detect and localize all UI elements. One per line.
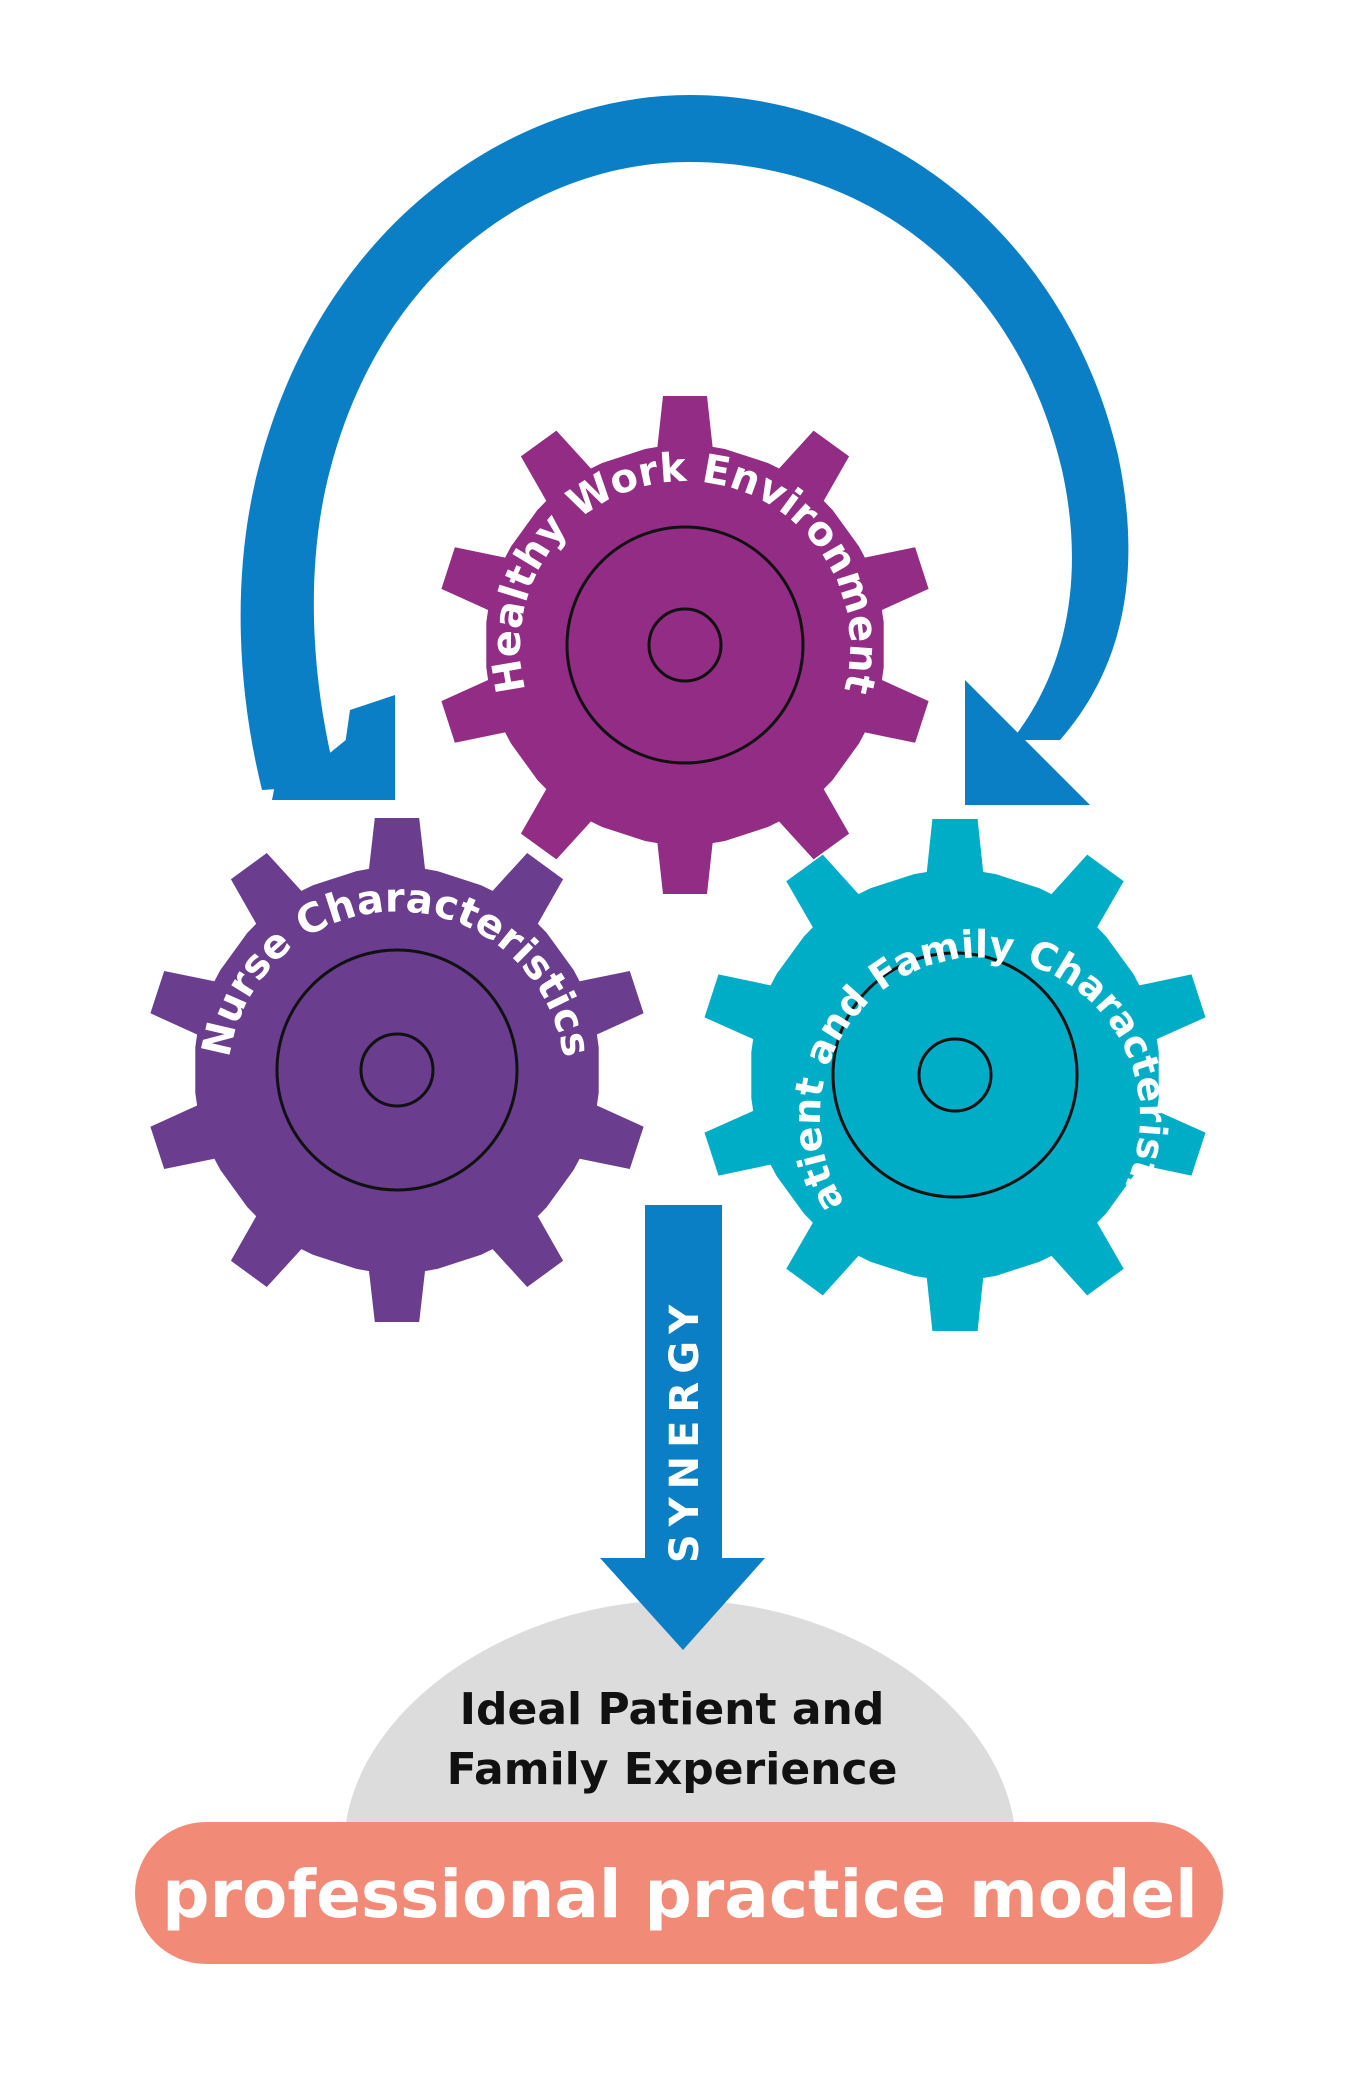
- gear-nurse-characteristics: Nurse Characteristics: [150, 818, 644, 1322]
- model-banner: [135, 1822, 1223, 1964]
- outcome-line-2: Family Experience: [447, 1744, 898, 1795]
- gear-healthy-work-environment: Healthy Work Environment: [441, 396, 929, 894]
- gear-right-shape: [704, 819, 1206, 1331]
- gear-top-shape: [441, 396, 929, 894]
- left-arrowhead-wing: [272, 695, 395, 800]
- right-arrowhead: [965, 680, 1090, 805]
- model-label: professional practice model: [162, 1856, 1198, 1933]
- gear-right-hub: [917, 1037, 993, 1113]
- outcome-dome: [345, 1600, 1015, 1830]
- gear-left-shape: [150, 818, 644, 1322]
- cycle-arrow-body: [240, 95, 1129, 790]
- outcome-line-1: Ideal Patient and: [460, 1684, 885, 1735]
- gear-top-hub: [647, 607, 723, 683]
- gear-left-hub: [359, 1032, 435, 1108]
- synergy-arrow-shape: [600, 1205, 765, 1650]
- synergy-arrow: SYNERGY: [600, 1205, 765, 1650]
- synergy-label: SYNERGY: [662, 1297, 708, 1563]
- gear-top-ring: [565, 525, 805, 765]
- gear-right-ring: [831, 951, 1079, 1199]
- gear-left-ring: [275, 948, 519, 1192]
